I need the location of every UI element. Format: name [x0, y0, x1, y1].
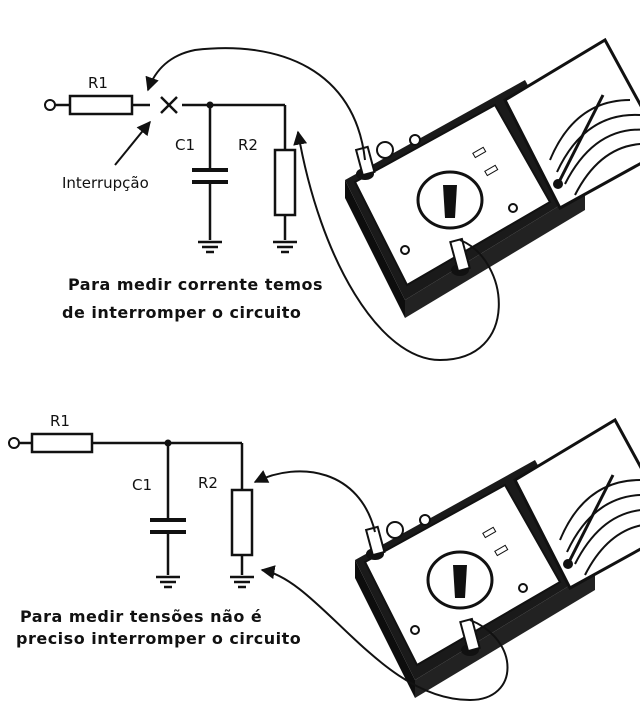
bottom-multimeter-icon — [353, 418, 640, 700]
top-c1-ground-icon — [196, 240, 224, 254]
bottom-probe-lead-red — [253, 470, 376, 533]
top-break-x-mark — [160, 96, 178, 114]
bottom-input-terminal — [8, 437, 20, 449]
top-caption-line2: de interromper o circuito — [62, 303, 301, 322]
top-c1-capacitor — [192, 168, 228, 184]
bottom-r1-resistor — [30, 432, 94, 454]
top-probe-lead-black — [293, 130, 500, 362]
top-probe-lead-red — [145, 47, 366, 161]
top-c1-label: C1 — [175, 136, 195, 154]
top-r1-label: R1 — [88, 74, 108, 92]
top-r2-ground-icon — [271, 240, 299, 254]
top-r2-resistor — [273, 148, 297, 217]
bottom-r2-label: R2 — [198, 474, 218, 492]
bottom-c1-ground-icon — [154, 575, 182, 589]
bottom-panel: R1 C1 R2 Para medir tensões não é precis… — [8, 412, 640, 702]
bottom-caption-line1: Para medir tensões não é — [20, 607, 262, 626]
top-panel: R1 C1 R2 Interrupção Para medir — [44, 38, 640, 362]
bottom-c1-capacitor — [150, 518, 186, 534]
top-break-pointer-arrow — [114, 120, 151, 166]
top-break-label: Interrupção — [62, 174, 149, 192]
bottom-r2-ground-icon — [228, 575, 256, 589]
bottom-caption-line2: preciso interromper o circuito — [16, 629, 301, 648]
bottom-r2-resistor — [230, 488, 254, 557]
top-caption-line1: Para medir corrente temos — [68, 275, 323, 294]
bottom-r1-label: R1 — [50, 412, 70, 430]
bottom-probe-lead-black — [260, 565, 509, 702]
bottom-c1-label: C1 — [132, 476, 152, 494]
top-input-terminal — [44, 99, 56, 111]
top-r2-label: R2 — [238, 136, 258, 154]
top-r1-resistor — [68, 94, 134, 116]
